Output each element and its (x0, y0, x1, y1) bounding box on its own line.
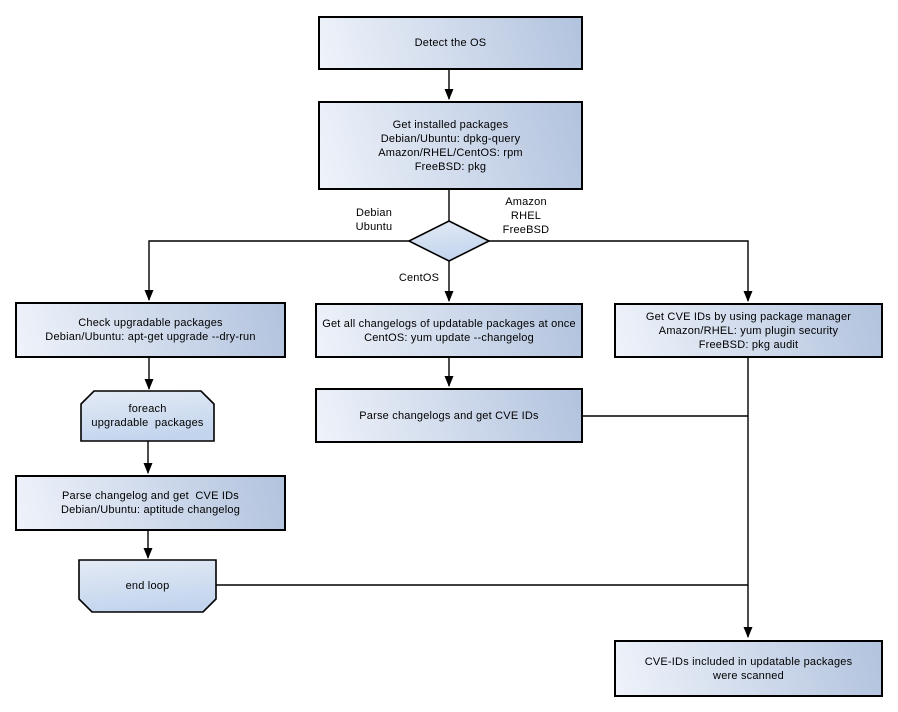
decision-diamond (407, 220, 491, 262)
node-text: Debian/Ubuntu: dpkg-query (380, 132, 521, 145)
node-text: Debian/Ubuntu: aptitude changelog (60, 504, 241, 516)
node-text: Amazon/RHEL/CentOS: rpm (378, 146, 523, 159)
node-text: CentOS: yum update --changelog (364, 331, 534, 344)
node-text: FreeBSD: pkg audit (698, 338, 799, 351)
node-text: Get CVE IDs by using package manager (645, 310, 852, 323)
branch-label-amazon-rhel-freebsd: Amazon RHEL FreeBSD (492, 195, 560, 237)
node-get-all-changelogs: Get all changelogs of updatable packages… (315, 303, 583, 358)
branch-label-centos: CentOS (386, 271, 452, 285)
node-text: Detect the OS (414, 37, 487, 49)
node-check-upgradable-packages: Check upgradable packages Debian/Ubuntu:… (15, 302, 286, 358)
node-detect-os: Detect the OS (318, 16, 583, 70)
edge-label-text: Debian (355, 207, 393, 219)
node-text: FreeBSD: pkg (414, 160, 487, 173)
edge-label-text: RHEL (510, 210, 542, 222)
node-text: foreach (128, 403, 167, 415)
edge-decision-to-get-cve (489, 240, 753, 302)
end-loop-shape (78, 559, 217, 613)
node-text: were scanned (713, 669, 784, 682)
node-parse-changelog-debian: Parse changelog and get CVE IDs Debian/U… (15, 475, 286, 531)
node-text: upgradable packages (91, 417, 204, 429)
node-parse-changelogs-centos: Parse changelogs and get CVE IDs (315, 388, 583, 443)
foreach-loop-label: foreach upgradable packages (81, 391, 214, 441)
branch-label-debian-ubuntu: Debian Ubuntu (340, 206, 408, 234)
node-text: Get all changelogs of updatable packages… (322, 317, 576, 330)
edge-label-text: FreeBSD (502, 224, 550, 236)
node-text: Amazon/RHEL: yum plugin security (658, 324, 839, 337)
node-get-cve-package-manager: Get CVE IDs by using package manager Ama… (614, 303, 883, 358)
foreach-loop-shape (80, 390, 215, 442)
edge-label-text: CentOS (398, 272, 440, 284)
node-text: Parse changelog and get CVE IDs (61, 490, 239, 502)
edge-label-text: Amazon (505, 196, 547, 208)
node-text: Debian/Ubuntu: apt-get upgrade --dry-run (45, 331, 256, 343)
edge-label-text: Ubuntu (355, 221, 393, 233)
end-loop-label: end loop (79, 560, 216, 612)
node-text: Get installed packages (392, 118, 509, 131)
node-text: end loop (125, 580, 170, 592)
node-get-installed-packages: Get installed packages Debian/Ubuntu: dp… (318, 101, 583, 190)
node-cve-ids-scanned: CVE-IDs included in updatable packages w… (614, 640, 883, 697)
node-text: CVE-IDs included in updatable packages (644, 655, 853, 668)
edge-decision-to-check-upgradable (144, 240, 409, 301)
node-text: Parse changelogs and get CVE IDs (359, 409, 539, 422)
node-text: Check upgradable packages (78, 317, 223, 329)
